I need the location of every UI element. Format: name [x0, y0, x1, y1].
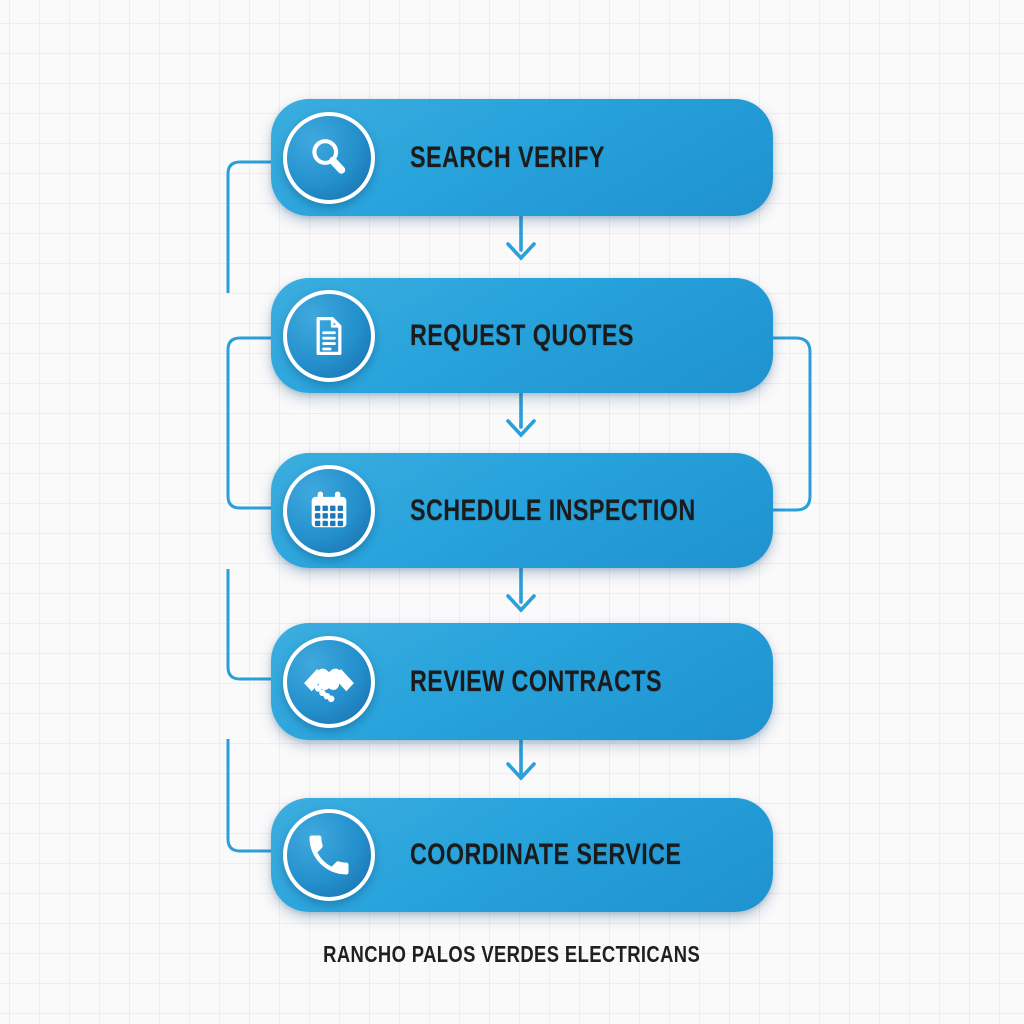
step-label-text: REQUEST QUOTES — [410, 318, 634, 352]
step-label: COORDINATE SERVICE — [410, 798, 758, 912]
step-schedule-inspection: SCHEDULE INSPECTION — [271, 453, 773, 568]
step-coordinate-service: COORDINATE SERVICE — [271, 798, 773, 912]
step-review-contracts: REVIEW CONTRACTS — [271, 623, 773, 740]
handshake-icon — [283, 635, 375, 728]
footer-caption: RANCHO PALOS VERDES ELECTRICANS — [0, 941, 1024, 968]
step-search-verify: SEARCH VERIFY — [271, 99, 773, 216]
phone-icon — [283, 809, 375, 901]
document-icon — [283, 289, 375, 382]
step-label: REQUEST QUOTES — [410, 278, 697, 393]
step-label: SCHEDULE INSPECTION — [410, 453, 776, 568]
connector-left-step2-to-step3 — [226, 336, 272, 510]
step-request-quotes: REQUEST QUOTES — [271, 278, 773, 393]
connector-right-step2-to-step3 — [773, 336, 812, 512]
step-label-text: REVIEW CONTRACTS — [410, 664, 662, 698]
search-icon — [283, 111, 375, 204]
step-label-text: SEARCH VERIFY — [410, 140, 605, 174]
arrow-step4-to-step5 — [506, 739, 536, 781]
arrow-step1-to-step2 — [506, 215, 536, 261]
step-label-text: SCHEDULE INSPECTION — [410, 493, 696, 527]
connector-left-step3-to-step4 — [226, 569, 272, 681]
footer-caption-text: RANCHO PALOS VERDES ELECTRICANS — [323, 941, 701, 967]
connector-left-step4-to-step5 — [226, 739, 272, 853]
arrow-step3-to-step4 — [506, 567, 536, 613]
step-label: REVIEW CONTRACTS — [410, 623, 733, 740]
step-label: SEARCH VERIFY — [410, 99, 660, 216]
connector-left-step1 — [226, 160, 272, 293]
arrow-step2-to-step3 — [506, 392, 536, 438]
calendar-icon — [283, 464, 375, 557]
step-label-text: COORDINATE SERVICE — [410, 838, 682, 871]
